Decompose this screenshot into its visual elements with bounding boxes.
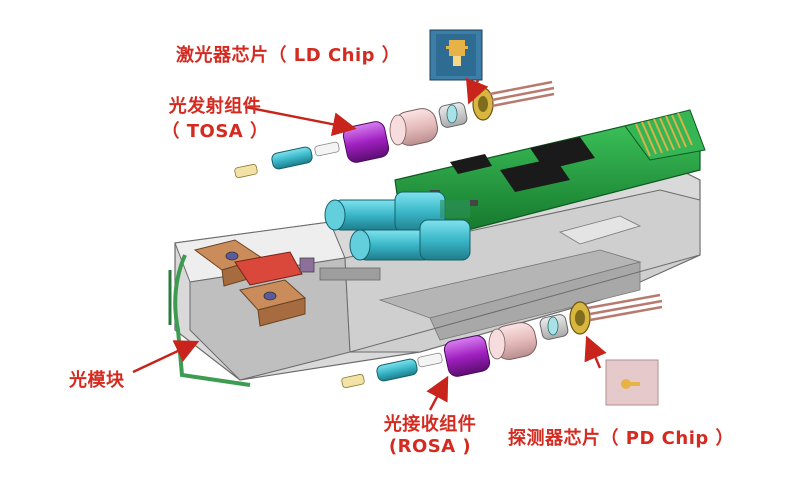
pd-chip-photo: [606, 360, 658, 405]
label-pd-chip: 探测器芯片（ PD Chip ）: [508, 424, 734, 450]
label-tosa-name: 光发射组件: [145, 92, 285, 118]
label-ld-chip: 激光器芯片（ LD Chip ）: [176, 41, 400, 67]
label-rosa-name: 光接收组件: [360, 410, 500, 436]
label-tosa-abbr: （ TOSA ）: [145, 117, 285, 143]
ld-chip-photo: [430, 30, 482, 80]
arrow-rosa: [430, 380, 446, 410]
label-rosa-abbr: (ROSA ): [360, 436, 500, 457]
label-module: 光模块: [69, 366, 125, 392]
arrow-module: [133, 343, 195, 372]
arrow-pd-chip: [588, 340, 600, 368]
